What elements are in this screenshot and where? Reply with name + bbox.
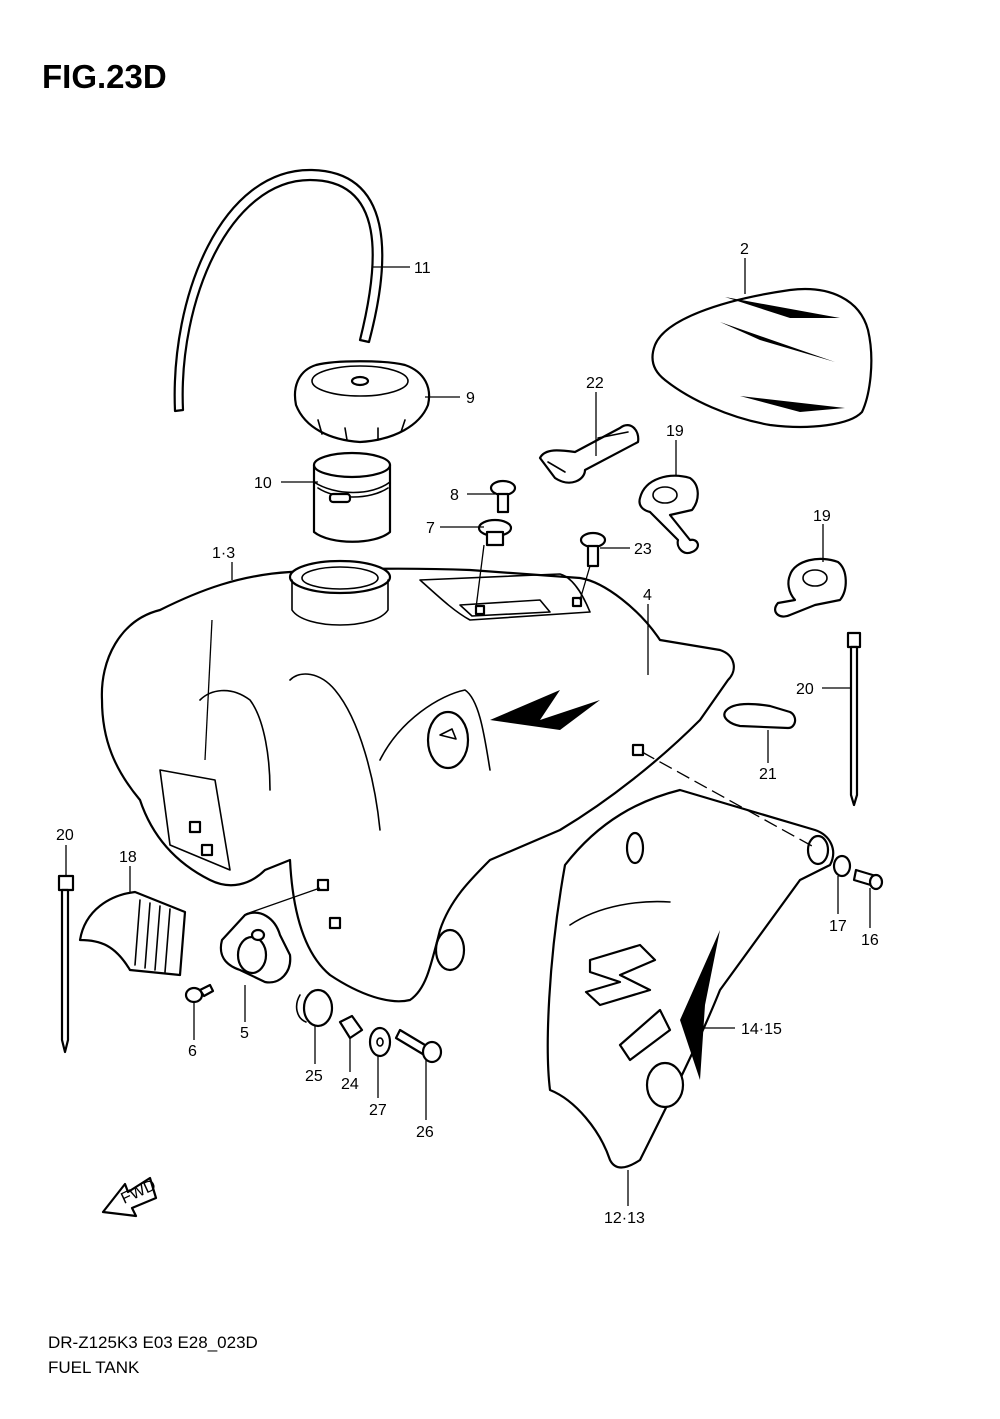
callout-25: 25	[305, 1068, 323, 1085]
callout-10: 10	[254, 475, 272, 492]
figure-title: FIG.23D	[42, 58, 167, 95]
callout-14-15: 14·15	[741, 1021, 782, 1038]
washer-17	[832, 854, 852, 878]
callout-5: 5	[240, 1025, 249, 1042]
callout-26: 26	[416, 1124, 434, 1141]
fuel-strainer	[312, 451, 392, 543]
tank-strap	[538, 424, 640, 484]
callout-24: 24	[341, 1076, 359, 1093]
screw-8	[489, 479, 517, 514]
grommet-25	[295, 988, 334, 1028]
fuel-tank	[100, 559, 735, 1003]
diagram-section-name: FUEL TANK	[48, 1358, 140, 1377]
leader-lines	[65, 258, 871, 1206]
hose-clamp-upper	[638, 474, 699, 555]
breather-hose	[173, 168, 384, 413]
bolt-16	[852, 868, 884, 891]
callout-19a: 19	[666, 423, 684, 440]
callout-9: 9	[466, 390, 475, 407]
tank-spacer	[723, 702, 797, 730]
tank-cushion	[651, 288, 873, 428]
callout-18: 18	[119, 849, 137, 866]
fuel-cap	[293, 360, 431, 444]
callout-11: 11	[414, 260, 431, 277]
grommet-7	[477, 518, 513, 547]
collar-24	[338, 1014, 364, 1040]
callout-19b: 19	[813, 508, 831, 525]
callout-1-3: 1·3	[212, 545, 235, 562]
cable-tie-right	[846, 631, 862, 807]
hose-clamp-lower	[774, 557, 847, 618]
callout-8: 8	[450, 487, 459, 504]
callout-17: 17	[829, 918, 847, 935]
screw-23	[579, 531, 607, 568]
callout-22: 22	[586, 375, 604, 392]
callout-2: 2	[740, 241, 749, 258]
callout-numbers: 11 2 9 22 19 10 8 7 23 19 1·3 4 20 21 20…	[56, 241, 879, 1227]
fuel-cock	[219, 911, 292, 984]
callout-20a: 20	[796, 681, 814, 698]
callout-4: 4	[643, 587, 652, 604]
callout-6: 6	[188, 1043, 197, 1060]
rubber-cushion	[78, 890, 187, 977]
side-cover	[546, 788, 835, 1169]
callout-12-13: 12·13	[604, 1210, 645, 1227]
callout-16: 16	[861, 932, 879, 949]
screw-6	[184, 983, 215, 1004]
fwd-arrow: FWD	[101, 1177, 159, 1218]
callout-20b: 20	[56, 827, 74, 844]
callout-7: 7	[426, 520, 435, 537]
cable-tie-left	[57, 874, 75, 1054]
callout-23: 23	[634, 541, 652, 558]
callout-21: 21	[759, 766, 777, 783]
callout-27: 27	[369, 1102, 387, 1119]
diagram-model-code: DR-Z125K3 E03 E28_023D	[48, 1333, 258, 1352]
bolt-26	[394, 1028, 443, 1064]
washer-27	[368, 1026, 392, 1058]
